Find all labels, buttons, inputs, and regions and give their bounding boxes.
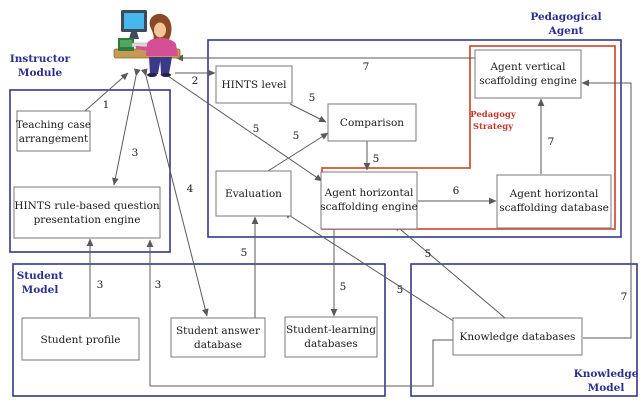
- box-evaluation-line1: Evaluation: [225, 188, 282, 200]
- label-7-top: 7: [363, 61, 370, 73]
- pedagogy-strategy-title: Pedagogy: [470, 110, 517, 120]
- box-horizontal-engine-line2: scaffolding engine: [320, 201, 418, 213]
- label-5-evaluation: 5: [293, 130, 300, 142]
- label-1: 1: [103, 99, 110, 111]
- label-3-profile: 3: [97, 279, 104, 291]
- box-hints-engine-line2: presentation engine: [34, 214, 141, 226]
- knowledge-model-title-line2: Model: [588, 382, 625, 394]
- box-teaching-case-line1: Teaching case: [16, 119, 91, 131]
- instructor-module-title-line2: Module: [18, 67, 63, 79]
- box-horizontal-db: Agent horizontal scaffolding database: [496, 174, 612, 229]
- box-student-answer-db-line1: Student answer: [176, 325, 261, 337]
- box-horizontal-engine-line1: Agent horizontal: [324, 187, 414, 199]
- instructor-module-title: Instructor: [10, 53, 71, 65]
- box-student-learning-db-line2: databases: [304, 338, 357, 350]
- box-hints-engine: HINTS rule-based question presentation e…: [13, 186, 161, 239]
- edge-knowledge-evaluation: [283, 211, 456, 323]
- label-7-knowledge: 7: [621, 291, 628, 303]
- box-horizontal-engine: Agent horizontal scaffolding engine: [320, 171, 418, 230]
- connectors: [84, 54, 632, 387]
- pedagogical-agent-title: Pedagogical: [530, 11, 601, 23]
- student-model-title-line2: Model: [22, 284, 59, 296]
- box-knowledge-db: Knowledge databases: [452, 317, 583, 356]
- edge-labels: 1 3 2 7 5 4 5 5 5 6 7 5 5 3 3 5 5 7: [97, 61, 628, 303]
- label-5-learning: 5: [340, 281, 347, 293]
- knowledge-model-title: Knowledge: [574, 368, 639, 380]
- box-student-profile: Student profile: [21, 317, 140, 361]
- label-5-diagonal: 5: [253, 123, 260, 135]
- box-teaching-case-line2: arrangement: [19, 133, 89, 145]
- label-7-db: 7: [548, 136, 555, 148]
- label-2: 2: [192, 75, 199, 87]
- label-5-answer: 5: [241, 247, 248, 259]
- edge-knowledge-hints-engine: [146, 239, 453, 387]
- student-model-title: Student: [17, 270, 64, 282]
- box-vertical-engine-line2: scaffolding engine: [479, 75, 577, 87]
- box-evaluation: Evaluation: [215, 170, 292, 217]
- box-vertical-engine-line1: Agent vertical: [489, 61, 566, 73]
- edge-hints-level-comparison: [289, 103, 327, 123]
- box-student-learning-db-line1: Student-learning: [286, 324, 376, 336]
- box-student-profile-line1: Student profile: [40, 334, 120, 346]
- box-teaching-case: Teaching case arrangement: [16, 110, 91, 152]
- pedagogical-agent-title-line2: Agent: [548, 25, 584, 37]
- box-knowledge-db-line1: Knowledge databases: [460, 331, 576, 343]
- label-3-instructor: 3: [132, 147, 139, 159]
- box-student-answer-db-line2: database: [194, 339, 242, 351]
- label-5-knowledge-horizontal: 5: [425, 248, 432, 260]
- label-5-hints-level: 5: [309, 92, 316, 104]
- pedagogy-strategy-title-line2: Strategy: [473, 122, 514, 132]
- box-student-learning-db: Student-learning databases: [284, 316, 378, 358]
- box-hints-engine-line1: HINTS rule-based question: [14, 200, 160, 212]
- box-horizontal-db-line2: scaffolding database: [499, 202, 609, 214]
- box-hints-level: HINTS level: [215, 65, 293, 104]
- box-student-answer-db: Student answer database: [170, 317, 266, 358]
- knowledge-model-frame: [410, 263, 638, 397]
- box-comparison-line1: Comparison: [340, 117, 404, 129]
- label-5-comparison: 5: [373, 153, 380, 165]
- box-hints-level-line1: HINTS level: [221, 79, 287, 91]
- edge-knowledge-vertical: [581, 79, 632, 339]
- edge-instructor-answer-db: [140, 68, 209, 317]
- box-horizontal-db-line1: Agent horizontal: [509, 188, 599, 200]
- label-3-loop: 3: [155, 279, 162, 291]
- label-4: 4: [187, 183, 194, 195]
- box-vertical-engine: Agent vertical scaffolding engine: [474, 49, 582, 99]
- edge-instructor-hints-engine: [112, 68, 141, 186]
- label-6: 6: [453, 185, 460, 197]
- label-5-knowledge-evaluation: 5: [397, 284, 404, 296]
- person-at-computer-icon: [113, 10, 181, 77]
- edge-evaluation-comparison: [267, 132, 329, 172]
- box-comparison: Comparison: [327, 103, 417, 142]
- edge-knowledge-horizontal: [393, 223, 506, 319]
